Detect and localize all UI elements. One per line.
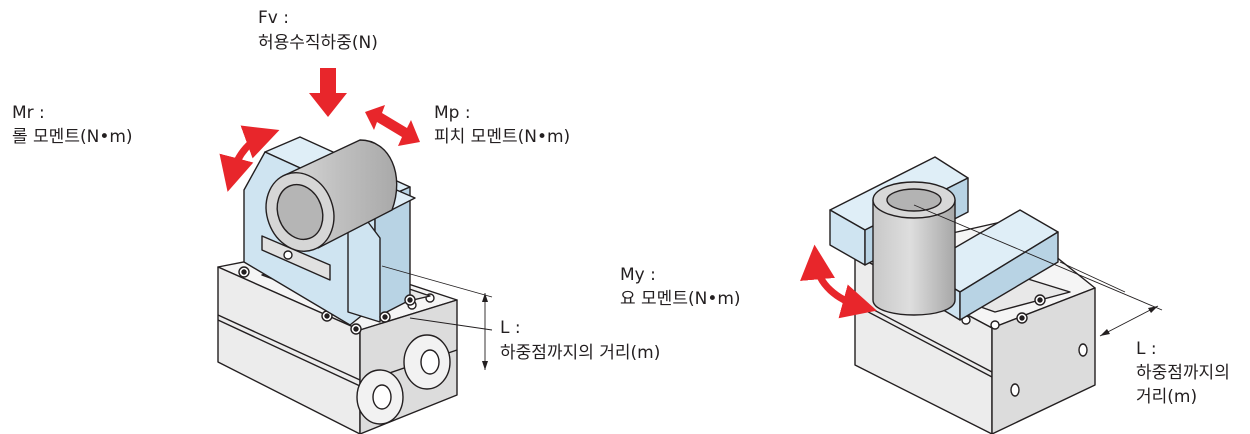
mp-arrow: [365, 105, 420, 146]
fv-symbol: Fv :: [258, 8, 289, 28]
mp-description: 피치 모멘트(N•m): [434, 127, 571, 147]
l-left-description: 하중점까지의 거리(m): [500, 343, 661, 363]
left-dimension-line: [381, 265, 493, 370]
my-description: 요 모멘트(N•m): [620, 289, 741, 309]
right-actuator-assembly: [829, 156, 1096, 434]
fv-description: 허용수직하중(N): [258, 33, 378, 53]
left-end-ports: [356, 334, 451, 425]
mp-symbol: Mp :: [434, 103, 471, 123]
l-right-description-line1: 하중점까지의: [1136, 363, 1230, 383]
l-left-symbol: L :: [500, 318, 521, 338]
my-symbol: My :: [620, 265, 656, 285]
right-dimension-line: [913, 204, 1163, 337]
left-force-arrows: [219, 68, 420, 192]
mr-symbol: Mr :: [12, 103, 45, 123]
mr-description: 롤 모멘트(N•m): [12, 127, 133, 147]
l-right-description-line2: 거리(m): [1136, 387, 1198, 407]
left-cylinder-load: [265, 139, 398, 252]
my-arrow: [800, 244, 877, 319]
left-actuator-assembly: [217, 136, 458, 434]
l-right-symbol: L :: [1136, 339, 1157, 359]
fv-arrow: [309, 68, 347, 117]
right-body-screws: [961, 294, 1046, 330]
mr-arrow: [219, 125, 280, 192]
right-cylinder-load: [872, 181, 956, 316]
